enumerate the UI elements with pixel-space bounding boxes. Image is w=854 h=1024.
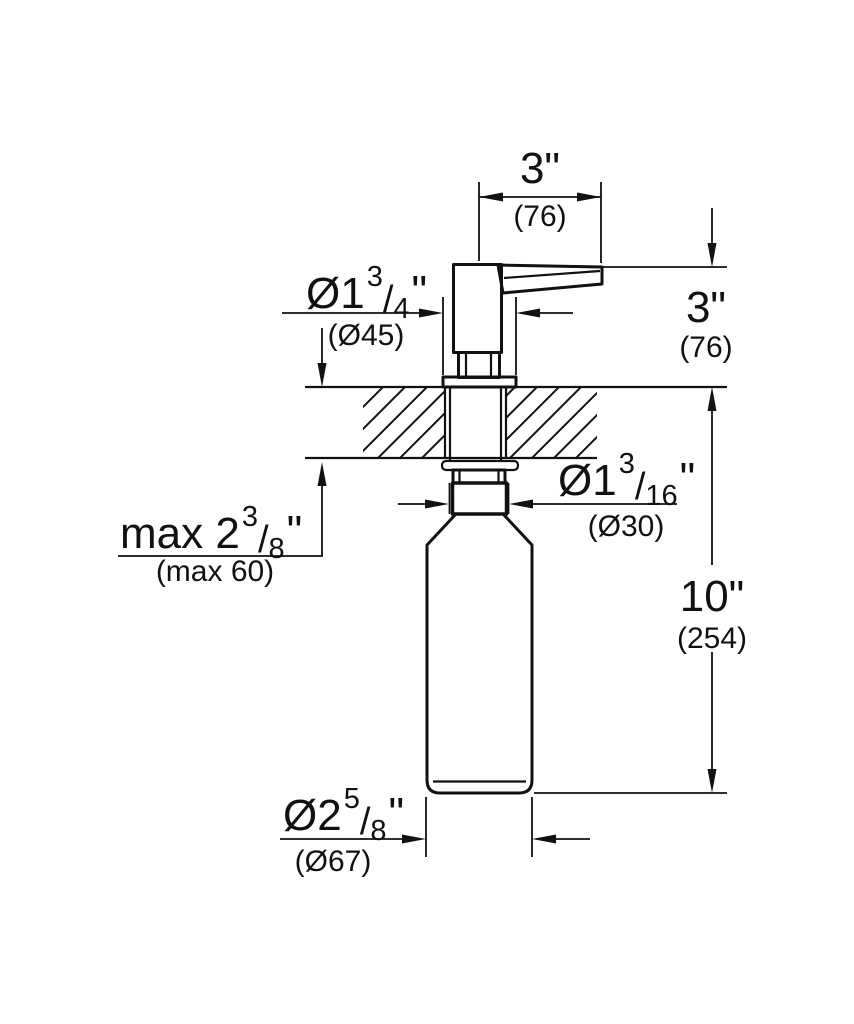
depth-metric: (254) [677, 622, 747, 655]
spout-reach-value: 3" [520, 144, 560, 193]
arrow-right-icon [402, 834, 426, 844]
arrow-down-icon [707, 769, 717, 793]
threaded-shank [448, 387, 503, 461]
flange-diameter-value: Ø13/4" [306, 261, 427, 325]
bottle-diameter-metric: (Ø67) [295, 845, 372, 878]
arrow-left-icon [516, 308, 540, 318]
bottle-body [425, 513, 534, 795]
neck-extension-lines [448, 483, 510, 514]
arrow-down-icon [707, 243, 717, 267]
arrow-up-icon [707, 387, 717, 411]
deck-hatch-left [363, 388, 444, 457]
dim-deck-thickness: max 23/8" (max 60) [118, 328, 327, 588]
dim-depth-below-deck: 10" (254) [534, 387, 747, 794]
deck-thickness-metric: (max 60) [156, 555, 274, 588]
arrow-left-icon [479, 192, 503, 202]
arrow-right-icon [425, 499, 449, 509]
depth-value: 10" [680, 572, 745, 621]
bottle-extension-lines [425, 797, 533, 857]
flange-extension-lines [442, 297, 517, 375]
neck-diameter-value: Ø13/16" [558, 448, 695, 512]
pump-head-body [452, 263, 503, 354]
arrow-down-icon [317, 363, 327, 387]
mounting-nut-inner-lines [458, 470, 500, 483]
arrow-left-icon [509, 499, 533, 509]
flange-diameter-metric: (Ø45) [328, 319, 405, 352]
neck-diameter-metric: (Ø30) [588, 510, 665, 543]
mounting-nut [451, 468, 507, 485]
arrow-right-icon [577, 192, 601, 202]
dispenser [425, 263, 604, 795]
spout-reach-extension-lines [478, 182, 602, 263]
escutcheon-flange [441, 375, 518, 389]
spout [496, 263, 604, 295]
spout-reach-metric: (76) [513, 200, 566, 233]
deck-dim-leader-line [118, 485, 323, 557]
dim-spout-reach: 3" (76) [478, 144, 602, 263]
dim-flange-diameter: Ø13/4" (Ø45) [282, 261, 573, 375]
arrow-right-icon [419, 308, 443, 318]
bottle-cap [450, 481, 509, 516]
spout-inner-edge [503, 269, 601, 280]
countertop-section [305, 385, 727, 460]
arrow-up-icon [317, 462, 327, 486]
arrow-left-icon [532, 834, 556, 844]
dim-bottle-diameter: Ø25/8" (Ø67) [280, 783, 590, 878]
deck-thickness-value: max 23/8" [120, 501, 302, 565]
deck-hatch-right [507, 388, 597, 457]
height-metric: (76) [679, 331, 732, 364]
bottle-diameter-value: Ø25/8" [283, 783, 404, 847]
dim-neck-diameter: Ø13/16" (Ø30) [398, 448, 695, 543]
pump-neck [457, 351, 501, 379]
pump-neck-inner-lines [464, 353, 493, 377]
dim-height-above-deck: 3" (76) [600, 208, 733, 364]
deck-hole-edges [443, 387, 508, 458]
height-value: 3" [686, 283, 726, 332]
